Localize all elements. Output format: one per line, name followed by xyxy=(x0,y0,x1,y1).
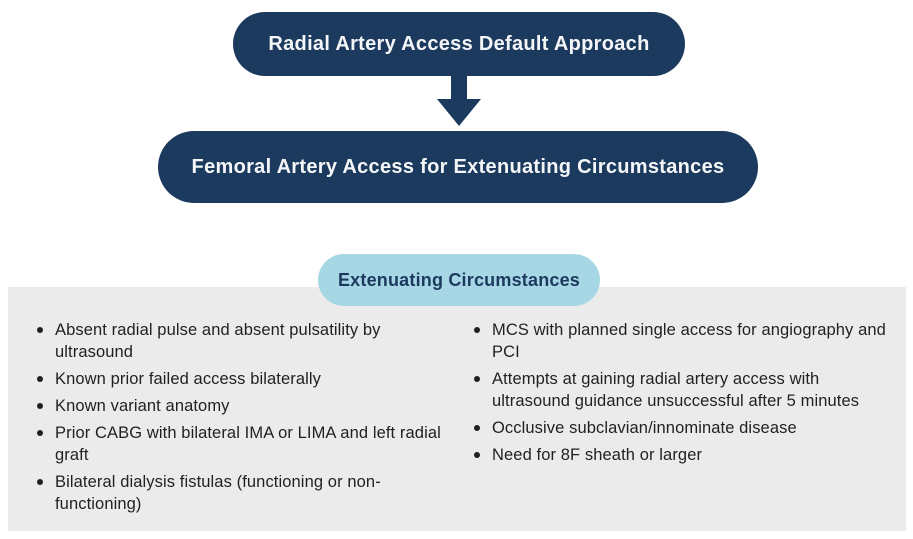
list-item: Need for 8F sheath or larger xyxy=(472,444,892,466)
list-item: Known prior failed access bilaterally xyxy=(35,368,463,390)
down-arrow-icon xyxy=(437,76,481,126)
list-item: Attempts at gaining radial artery access… xyxy=(472,368,892,412)
node-femoral-artery-access: Femoral Artery Access for Extenuating Ci… xyxy=(158,131,758,203)
down-arrow-stem xyxy=(451,76,467,100)
list-item: Occlusive subclavian/innominate disease xyxy=(472,417,892,439)
list-item: MCS with planned single access for angio… xyxy=(472,319,892,363)
list-item: Absent radial pulse and absent pulsatili… xyxy=(35,319,463,363)
list-item: Bilateral dialysis fistulas (functioning… xyxy=(35,471,463,515)
list-item: Known variant anatomy xyxy=(35,395,463,417)
extenuating-circumstances-label: Extenuating Circumstances xyxy=(318,254,600,306)
right-bullet-list: MCS with planned single access for angio… xyxy=(472,319,892,531)
list-item: Prior CABG with bilateral IMA or LIMA an… xyxy=(35,422,463,466)
extenuating-circumstances-panel: Absent radial pulse and absent pulsatili… xyxy=(8,287,906,531)
node-radial-artery-access: Radial Artery Access Default Approach xyxy=(233,12,685,76)
down-arrow-head xyxy=(437,99,481,126)
left-bullet-list: Absent radial pulse and absent pulsatili… xyxy=(35,319,463,531)
